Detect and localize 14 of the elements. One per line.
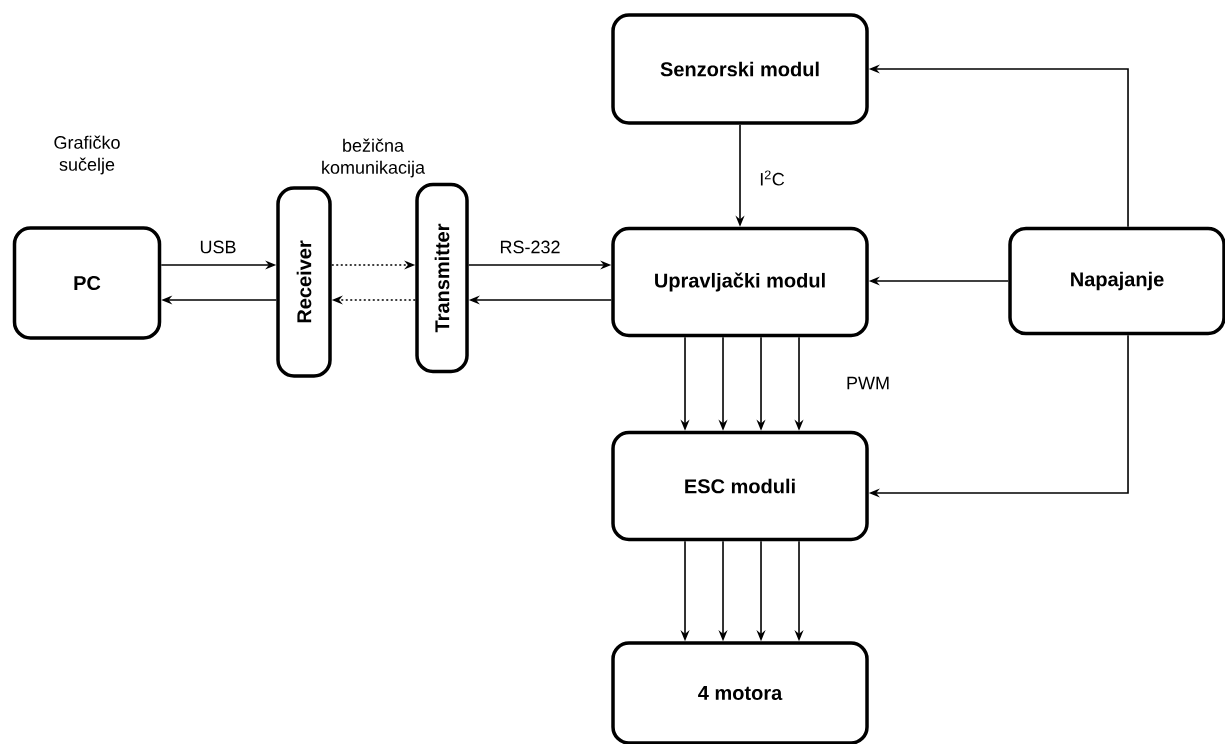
caption-text: Grafičko sučelje xyxy=(54,135,120,175)
edge-label: USB xyxy=(198,239,238,255)
edge-label: I$^{2}$C xyxy=(758,169,786,187)
radio-block: Receiver xyxy=(276,186,332,378)
module-block: Napajanje xyxy=(1008,226,1225,336)
module-block: ESC moduli xyxy=(611,430,869,542)
module-block: 4 motora xyxy=(611,641,869,744)
edge-label: RS-232 xyxy=(498,239,562,255)
module-block: Senzorski modul xyxy=(611,13,869,125)
signal-label: PWM xyxy=(847,376,889,390)
module-block: PC xyxy=(12,226,162,340)
module-block: Upravljački modul xyxy=(611,226,869,338)
label-text: bežična komunikacija xyxy=(322,138,425,178)
radio-block: Transmitter xyxy=(415,182,469,374)
